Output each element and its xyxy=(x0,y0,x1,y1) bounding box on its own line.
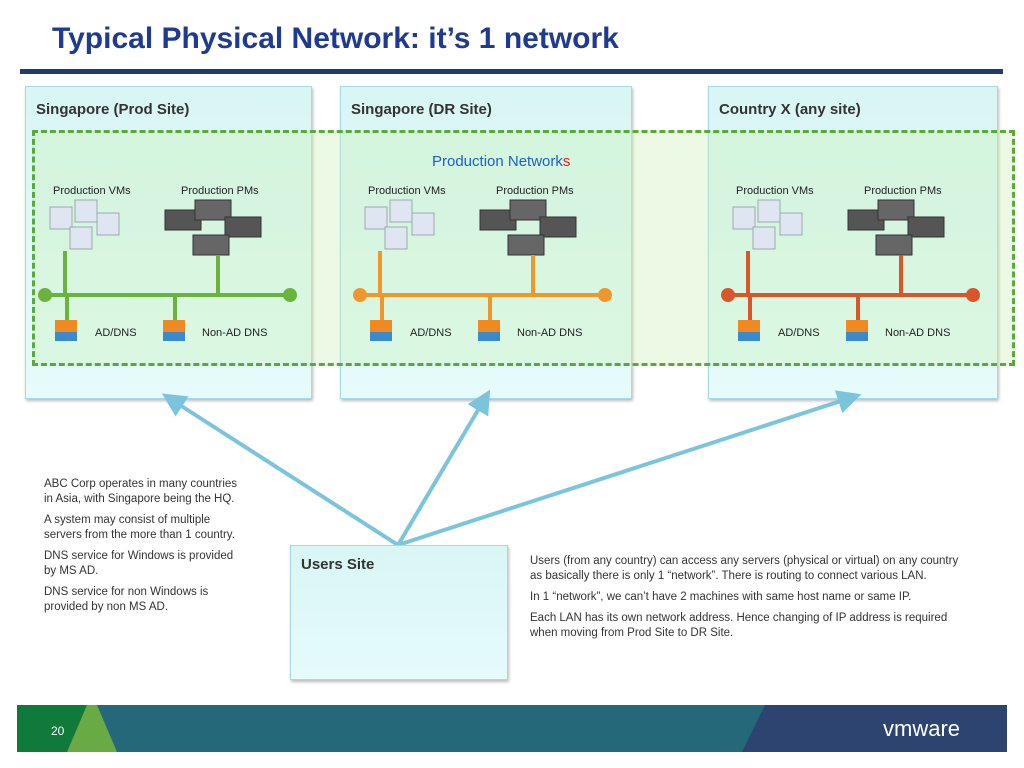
title-rule xyxy=(20,69,1003,74)
lan-diagram xyxy=(721,199,980,341)
vms-label: Production VMs xyxy=(368,185,446,197)
right-notes: Users (from any country) can access any … xyxy=(530,554,970,647)
physical-servers-icon xyxy=(164,199,262,256)
pms-label: Production PMs xyxy=(496,185,574,197)
left-notes: ABC Corp operates in many countries in A… xyxy=(44,477,244,621)
non-ad-dns-label: Non-AD DNS xyxy=(202,327,268,339)
app-os-icon xyxy=(478,320,500,341)
app-os-icon xyxy=(738,320,760,341)
site-label: Country X (any site) xyxy=(719,101,861,118)
site-label: Singapore (Prod Site) xyxy=(36,101,190,118)
vms-label: Production VMs xyxy=(736,185,814,197)
production-networks-label: Production Networks xyxy=(432,153,570,170)
note: A system may consist of multiple servers… xyxy=(44,514,235,541)
note: DNS service for non Windows is provided … xyxy=(44,586,209,613)
app-os-icon xyxy=(846,320,868,341)
note: In 1 “network”, we can’t have 2 machines… xyxy=(530,591,912,603)
non-ad-dns-label: Non-AD DNS xyxy=(885,327,951,339)
users-site: Users Site xyxy=(290,545,508,680)
pms-label: Production PMs xyxy=(864,185,942,197)
arrow-to-prod xyxy=(161,393,400,547)
note: DNS service for Windows is provided by M… xyxy=(44,550,234,577)
footer-bar: 20 vmware xyxy=(17,705,1007,752)
note: ABC Corp operates in many countries in A… xyxy=(44,478,238,505)
arrow-to-dr xyxy=(396,389,491,547)
vms-label: Production VMs xyxy=(53,185,131,197)
vm-cubes-icon xyxy=(49,199,120,250)
lan-diagram xyxy=(353,199,612,341)
ad-dns-label: AD/DNS xyxy=(95,327,137,339)
app-os-icon xyxy=(370,320,392,341)
vm-cubes-icon xyxy=(732,199,803,250)
app-os-icon xyxy=(55,320,77,341)
vmware-logo: vmware xyxy=(883,716,960,741)
vm-cubes-icon xyxy=(364,199,435,250)
non-ad-dns-label: Non-AD DNS xyxy=(517,327,583,339)
users-site-label: Users Site xyxy=(301,556,375,573)
pn-main: Production Network xyxy=(432,153,563,170)
pn-suffix: s xyxy=(562,153,571,170)
ad-dns-label: AD/DNS xyxy=(410,327,452,339)
note: Each LAN has its own network address. He… xyxy=(530,612,948,639)
page-number: 20 xyxy=(51,724,65,738)
site-label: Singapore (DR Site) xyxy=(351,101,492,118)
slide-title: Typical Physical Network: it’s 1 network xyxy=(52,22,619,55)
pms-label: Production PMs xyxy=(181,185,259,197)
physical-servers-icon xyxy=(847,199,945,256)
note: Users (from any country) can access any … xyxy=(530,555,959,582)
physical-servers-icon xyxy=(479,199,577,256)
arrow-to-country-x xyxy=(397,390,862,547)
ad-dns-label: AD/DNS xyxy=(778,327,820,339)
lan-diagram xyxy=(38,199,297,341)
app-os-icon xyxy=(163,320,185,341)
